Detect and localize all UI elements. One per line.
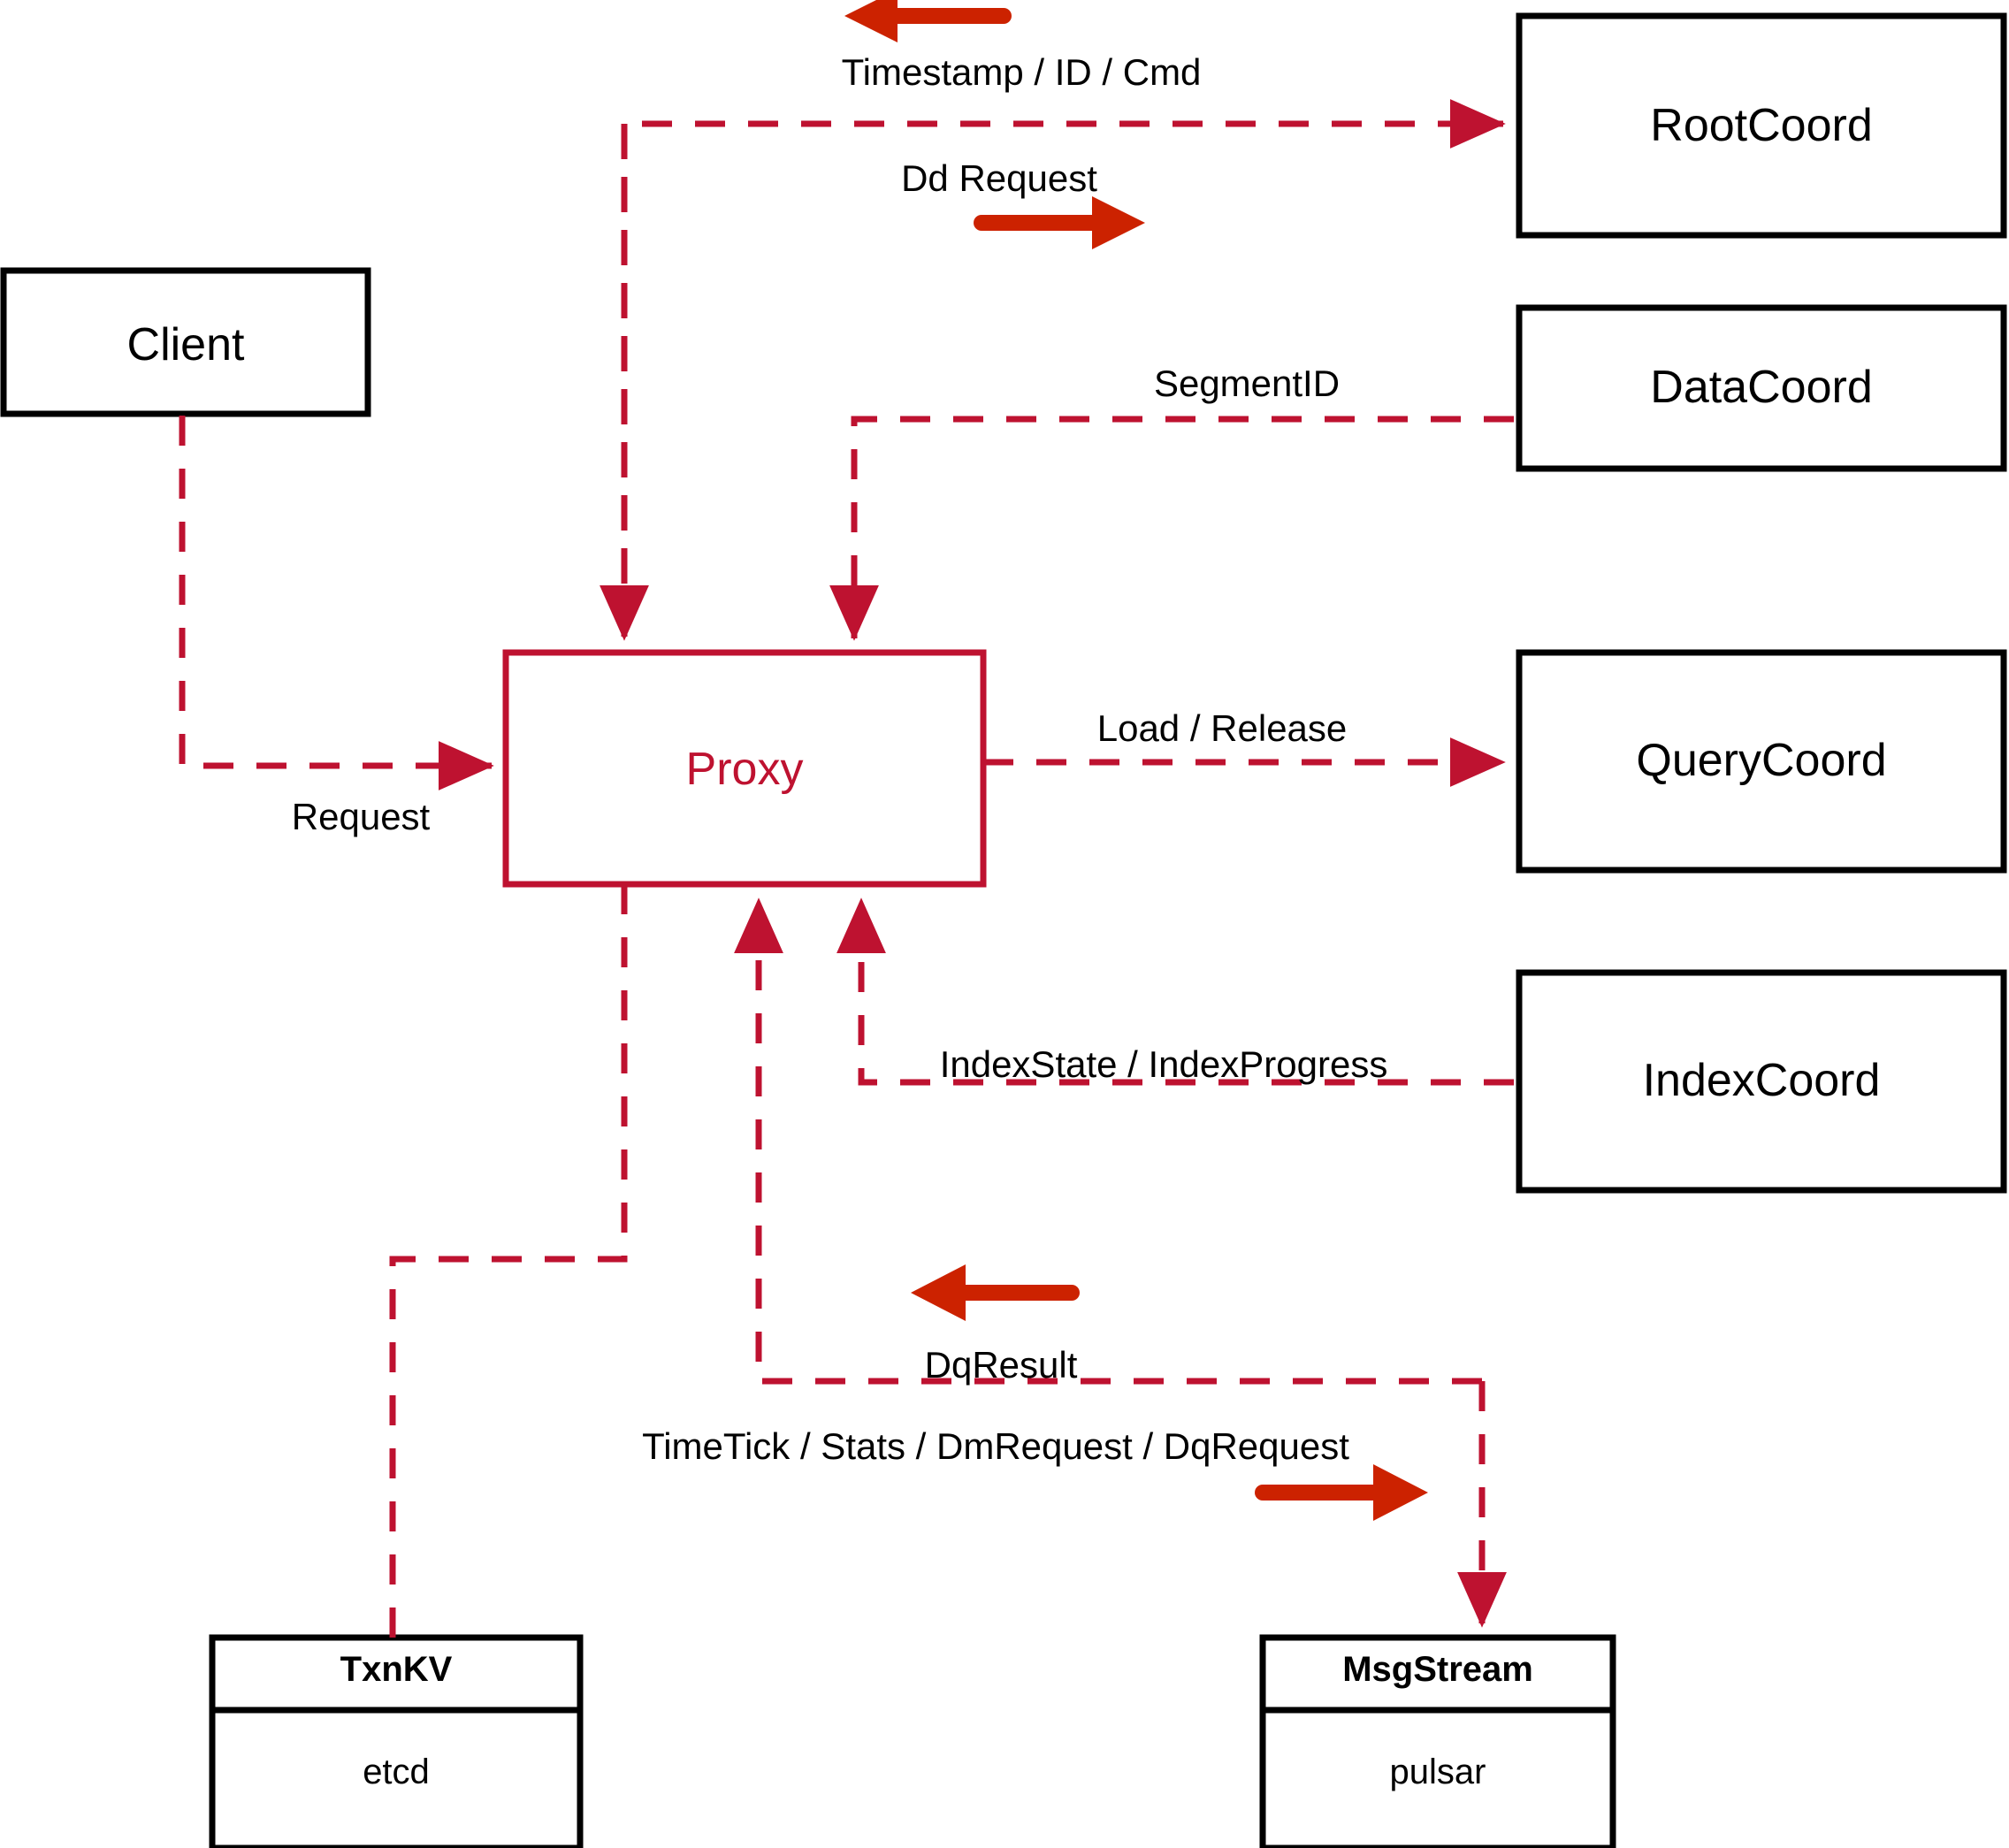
edge-label-load-release: Load / Release — [1096, 707, 1348, 749]
direction-arrow-timetick — [1255, 1464, 1428, 1521]
node-label-proxy: Proxy — [685, 744, 804, 795]
node-box-query-coord[interactable] — [1516, 649, 2007, 874]
node-box-root-coord[interactable] — [1516, 12, 2007, 239]
edge-label-index-state-progress: IndexState / IndexProgress — [939, 1043, 1388, 1085]
edge-label-dq-result: DqResult — [924, 1344, 1078, 1386]
edge-label-request: Request — [291, 796, 431, 837]
node-label-txnkv-title: TxnKV — [340, 1650, 453, 1689]
edge-path-index-state-progress — [836, 897, 1514, 1086]
edge-path-dq-result — [734, 897, 1482, 1385]
node-box-client[interactable] — [0, 267, 371, 417]
edge-path-request — [179, 416, 494, 790]
node-label-client: Client — [126, 319, 245, 370]
node-label-txnkv-impl: etcd — [363, 1753, 430, 1791]
node-label-index-coord: IndexCoord — [1642, 1055, 1881, 1106]
direction-arrow-timestamp — [844, 0, 1012, 42]
node-label-root-coord: RootCoord — [1650, 100, 1873, 151]
direction-arrow-dq-result — [911, 1264, 1080, 1321]
node-label-query-coord: QueryCoord — [1636, 735, 1887, 786]
edge-label-timestamp-id-cmd: Timestamp / ID / Cmd — [841, 51, 1202, 93]
edge-label-dd-request: Dd Request — [901, 157, 1097, 199]
node-box-proxy[interactable] — [502, 649, 987, 888]
edge-path-segment-id — [829, 416, 1514, 641]
node-label-data-coord: DataCoord — [1650, 362, 1873, 413]
node-label-msgstream-title: MsgStream — [1342, 1650, 1533, 1689]
direction-arrow-dd-request — [974, 196, 1145, 249]
edge-path-dd-request — [621, 99, 1506, 637]
node-box-data-coord[interactable] — [1516, 304, 2007, 472]
edge-label-segment-id: SegmentID — [1153, 363, 1341, 404]
node-box-txnkv[interactable] — [209, 1634, 584, 1848]
node-box-index-coord[interactable] — [1516, 969, 2007, 1194]
edge-path-txnkv-link — [389, 884, 628, 1638]
node-box-msgstream[interactable] — [1259, 1634, 1616, 1848]
edge-label-timetick-stats: TimeTick / Stats / DmRequest / DqRequest — [642, 1425, 1349, 1467]
node-label-msgstream-impl: pulsar — [1389, 1753, 1486, 1791]
